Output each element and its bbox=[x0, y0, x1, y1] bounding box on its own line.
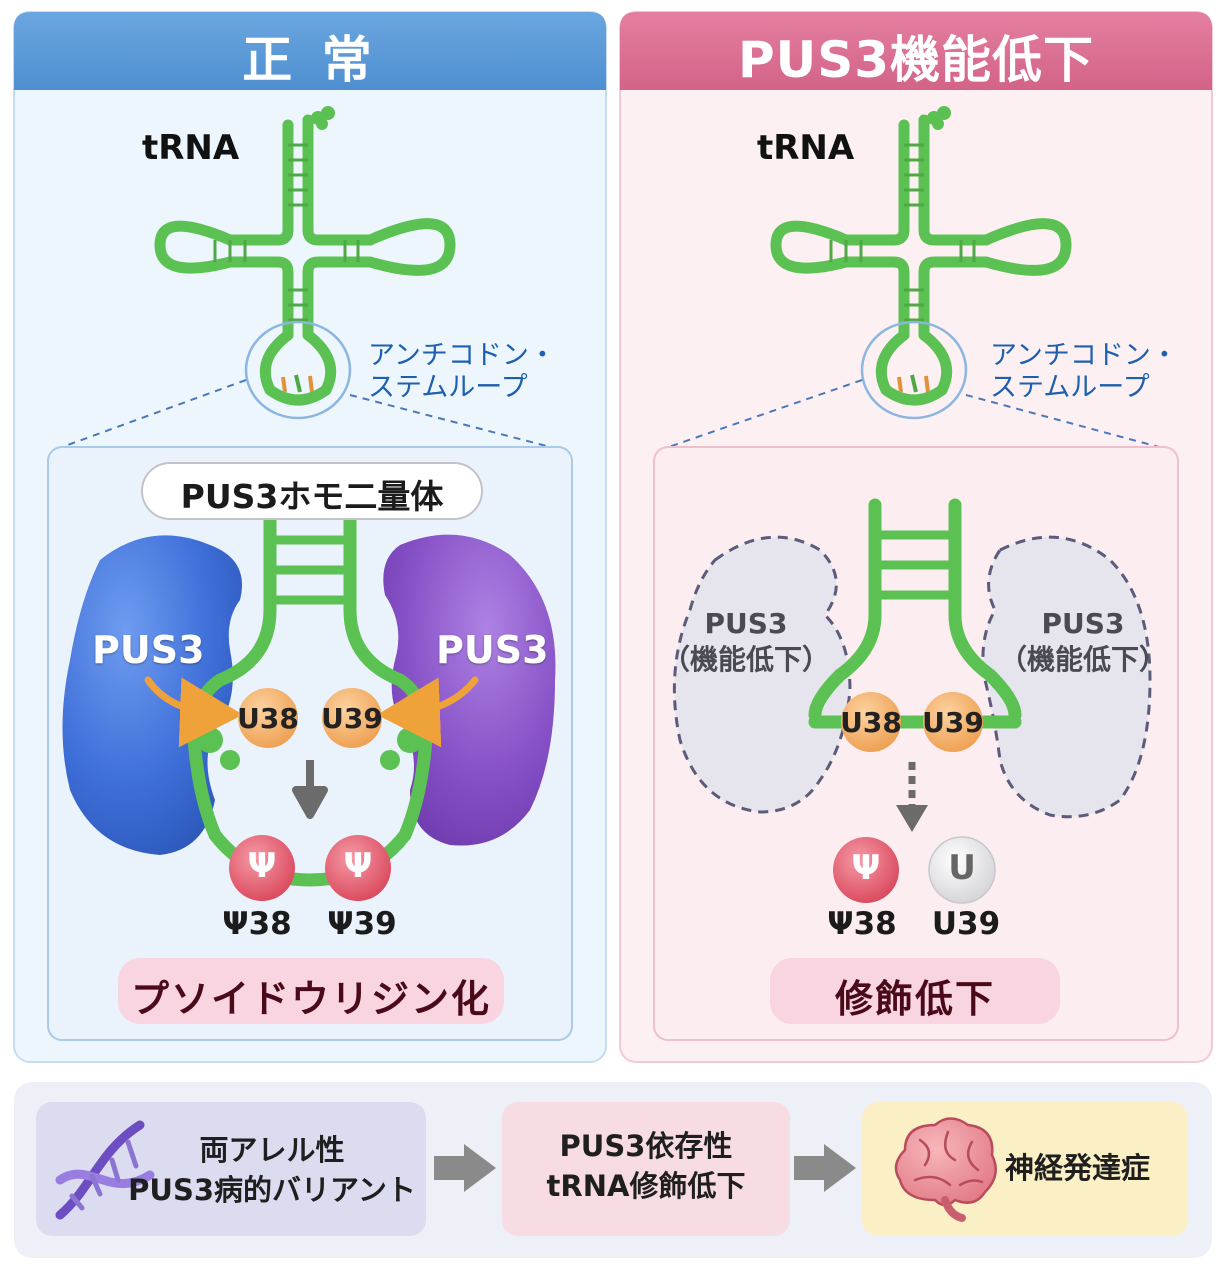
u38-label-deficient: U38 bbox=[840, 706, 902, 739]
step-box-variant bbox=[36, 1102, 426, 1236]
u39-nucleotide-deficient bbox=[923, 692, 983, 752]
step-box-modification bbox=[502, 1102, 790, 1236]
conversion-arrow-normal bbox=[292, 760, 328, 819]
u39-label: U39 bbox=[321, 702, 383, 735]
psi38-glyph: Ψ bbox=[247, 846, 277, 886]
pus3-impaired-label-right: PUS3 （機能低下） bbox=[998, 607, 1168, 676]
psi38-glyph-deficient: Ψ bbox=[851, 848, 881, 888]
trna-cloverleaf-deficient bbox=[770, 106, 1072, 420]
pus3-impaired-label-left: PUS3 （機能低下） bbox=[661, 607, 831, 676]
u39-label-deficient-text: U39 bbox=[931, 906, 1001, 942]
step-label-modification: PUS3依存性 tRNA修飾低下 bbox=[546, 1129, 746, 1203]
pus3-label-right: PUS3 bbox=[436, 628, 549, 672]
step-label-disorder: 神経発達症 bbox=[1005, 1151, 1151, 1185]
result-label-normal: プソイドウリジン化 bbox=[130, 977, 492, 1021]
rna-rungs-normal bbox=[270, 535, 350, 605]
rna-stem-deficient bbox=[808, 498, 1022, 722]
pus3-label-left: PUS3 bbox=[92, 628, 205, 672]
u39-nucleotide bbox=[322, 688, 382, 748]
result-pill-normal bbox=[118, 958, 504, 1024]
psi38-nucleotide-deficient bbox=[833, 837, 899, 903]
step-label-variant: 両アレル性 PUS3病的バリアント bbox=[128, 1133, 416, 1207]
psi38-label-deficient: Ψ38 bbox=[827, 906, 897, 942]
panel-title-normal: 正 常 bbox=[242, 31, 378, 89]
u39-label-deficient: U39 bbox=[922, 706, 984, 739]
panel-title-deficient: PUS3機能低下 bbox=[737, 31, 1095, 89]
trna-label-deficient: tRNA bbox=[757, 128, 855, 168]
result-label-deficient: 修飾低下 bbox=[834, 977, 996, 1021]
trna-cloverleaf-normal bbox=[154, 106, 456, 420]
complex-pill bbox=[141, 462, 483, 520]
pus3-impaired-left bbox=[672, 535, 852, 814]
u38-label: U38 bbox=[237, 702, 299, 735]
pathway-arrow-1 bbox=[434, 1144, 496, 1192]
psi38-nucleotide bbox=[229, 835, 295, 901]
catalysis-arrows bbox=[144, 676, 479, 748]
anticodon-loop-label-deficient: アンチコドン・ ステムループ bbox=[990, 340, 1178, 403]
psi39-glyph: Ψ bbox=[343, 846, 373, 886]
u38-nucleotide-deficient bbox=[841, 692, 901, 752]
trna-label-normal: tRNA bbox=[142, 128, 240, 168]
conversion-arrow-deficient bbox=[896, 762, 928, 832]
u38-nucleotide bbox=[238, 688, 298, 748]
anticodon-loop-label-normal: アンチコドン・ ステムループ bbox=[368, 340, 556, 403]
pus3-impaired-right bbox=[981, 535, 1152, 819]
dna-icon bbox=[55, 1120, 155, 1220]
u39-unmodified-nucleotide bbox=[928, 836, 996, 904]
zoom-lines-deficient bbox=[659, 379, 1171, 451]
psi38-label: Ψ38 bbox=[222, 906, 292, 942]
zoom-lines-normal bbox=[53, 379, 563, 451]
u39-glyph-deficient: U bbox=[948, 848, 976, 888]
pathway-arrow-2 bbox=[794, 1144, 856, 1192]
psi39-nucleotide bbox=[325, 835, 391, 901]
homodimer-label: PUS3ホモ二量体 bbox=[180, 477, 444, 516]
psi39-label: Ψ39 bbox=[327, 906, 397, 942]
brain-icon bbox=[894, 1117, 997, 1222]
result-pill-deficient bbox=[770, 958, 1060, 1024]
